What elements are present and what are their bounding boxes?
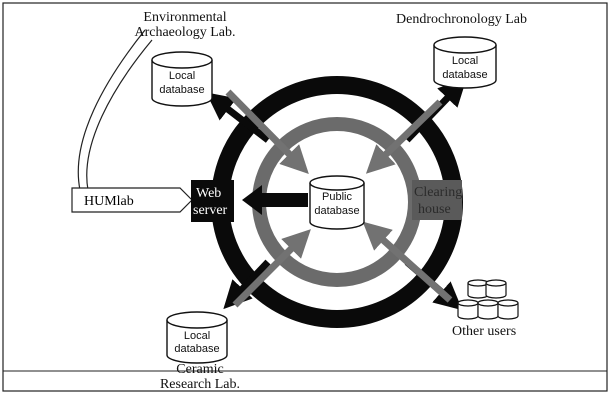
clearing-house-box[interactable]	[412, 180, 462, 220]
public-db-label-1: Public	[322, 191, 352, 203]
other-users-databases[interactable]	[457, 279, 519, 320]
ceramic-local-database[interactable]: Local database	[166, 311, 228, 364]
env-lab-label-1: Environmental Archaeology Lab.	[134, 10, 236, 40]
gray-arrow-env	[225, 89, 309, 174]
arrow-to-env-lab	[206, 92, 271, 143]
dendro-lab-label: Dendrochronology Lab	[396, 12, 528, 27]
env-db-label-2: database	[159, 84, 204, 96]
figure-border	[2, 2, 608, 392]
dendro-db-label-2: database	[442, 69, 487, 81]
ceramic-lab-label: Ceramic Research Lab.	[159, 362, 241, 392]
gray-arrow-ceramic	[232, 229, 311, 308]
dendro-local-database[interactable]: Local database	[433, 36, 497, 89]
gray-arrow-other	[362, 221, 453, 303]
user-db-1	[467, 279, 489, 299]
env-db-label-1: Local	[169, 70, 195, 82]
web-server-label-1: Web	[196, 186, 221, 201]
user-db-3	[457, 299, 479, 320]
humlab-box[interactable]	[71, 187, 193, 213]
arrow-public-to-webserver	[242, 185, 308, 215]
ceramic-db-label-2: database	[174, 343, 219, 355]
humlab-link-2	[86, 39, 153, 191]
web-server-label-2: server	[193, 203, 228, 218]
clearing-house-label-2: house	[418, 202, 451, 217]
user-db-5	[497, 299, 519, 320]
humlab-label: HUMlab	[84, 194, 134, 209]
other-users-label: Other users	[452, 324, 517, 339]
dendro-db-label-1: Local	[452, 55, 478, 67]
env-local-database[interactable]: Local database	[151, 51, 213, 107]
user-db-4	[477, 299, 499, 320]
clearing-house-label-1: Clearing	[414, 185, 462, 200]
humlab-link	[77, 29, 146, 191]
arrow-to-ceramic-lab	[223, 259, 271, 310]
web-server-box[interactable]	[191, 180, 234, 222]
public-db-label-2: database	[314, 205, 359, 217]
public-database[interactable]: Public database	[309, 175, 365, 230]
ceramic-db-label-1: Local	[184, 330, 210, 342]
user-db-2	[485, 279, 507, 299]
gray-arrow-dendro	[365, 99, 443, 174]
